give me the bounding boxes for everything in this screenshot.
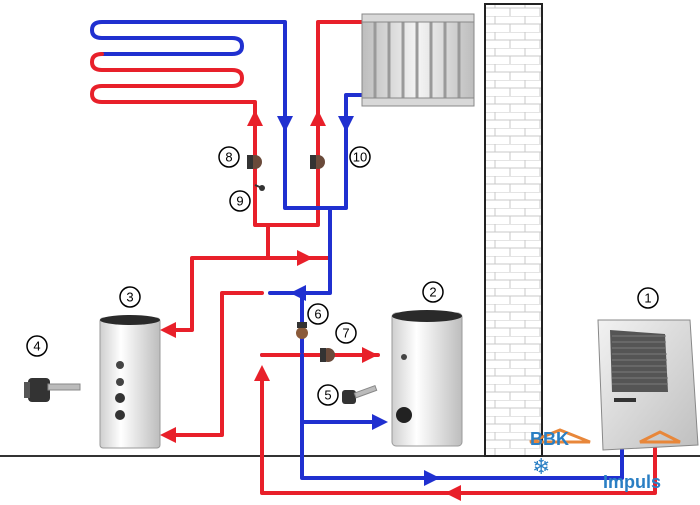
callout-number: 2 — [429, 285, 436, 300]
return-manifold — [283, 158, 348, 210]
underfloor-supply-pipe — [90, 52, 257, 164]
supply-manifold — [253, 160, 320, 227]
callout-number: 7 — [342, 326, 349, 341]
logo-line2: Impuls — [603, 472, 661, 492]
heat-pump-unit — [597, 319, 699, 451]
logo-line1: BBK — [530, 429, 569, 449]
callout-4: 4 — [26, 335, 48, 357]
callout-number: 10 — [353, 150, 367, 165]
callout-number: 4 — [33, 339, 40, 354]
heat-pump-flow-pipe — [300, 420, 624, 480]
callout-5: 5 — [317, 384, 339, 406]
radiator — [361, 13, 475, 107]
buffer-tank — [99, 315, 161, 449]
callout-number: 3 — [126, 290, 133, 305]
three-way-valve-6 — [296, 322, 308, 339]
pump-8 — [247, 155, 262, 169]
sensor-9 — [254, 184, 265, 191]
pump-10 — [310, 155, 325, 169]
immersion-heater-5 — [342, 384, 378, 404]
radiator-return-pipe — [344, 93, 370, 162]
callout-number: 6 — [314, 307, 321, 322]
brick-wall — [484, 3, 543, 457]
callout-number: 8 — [225, 150, 232, 165]
dhw-cylinder — [391, 310, 463, 447]
pump-7 — [320, 348, 335, 362]
callouts: 1 2 3 4 5 6 7 8 9 10 — [26, 146, 659, 406]
flow-arrows — [160, 110, 461, 501]
callout-1: 1 — [637, 287, 659, 309]
valves-and-pumps — [247, 155, 335, 362]
underfloor-return-pipe — [90, 20, 287, 162]
buffer-supply-pipe — [173, 256, 332, 332]
callout-8: 8 — [218, 146, 240, 168]
callout-6: 6 — [307, 303, 329, 325]
callout-2: 2 — [422, 281, 444, 303]
snowflake-icon: ❄ — [532, 455, 550, 480]
bbk-impuls-logo: BBK Impuls ❄ — [529, 428, 681, 492]
buffer-return-pipe — [168, 291, 264, 437]
callout-number: 9 — [236, 194, 243, 209]
callout-7: 7 — [335, 322, 357, 344]
callout-number: 1 — [644, 291, 651, 306]
callout-9: 9 — [229, 190, 251, 212]
dhw-supply-pipe — [260, 320, 304, 357]
immersion-heater-4 — [24, 378, 81, 402]
callout-3: 3 — [119, 286, 141, 308]
callout-number: 5 — [324, 388, 331, 403]
callout-10: 10 — [349, 146, 371, 168]
